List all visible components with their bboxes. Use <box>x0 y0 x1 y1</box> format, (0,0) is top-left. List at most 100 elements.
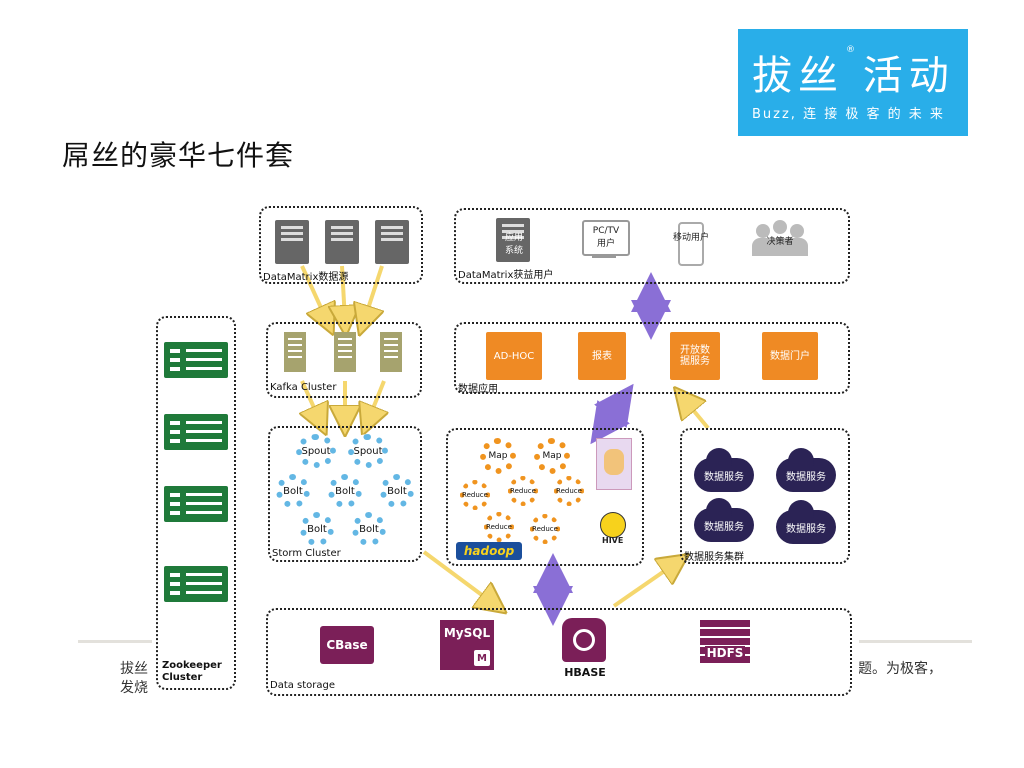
service-label: 数据服务 <box>704 471 744 483</box>
bolt-label: Bolt <box>307 523 327 535</box>
hbase-icon <box>562 618 606 662</box>
reduce-label: Reduce <box>486 523 512 531</box>
kafka-broker-icon <box>380 332 402 372</box>
slide-title: 屌丝的豪华七件套 <box>62 139 295 172</box>
services-label: 数据服务集群 <box>684 552 744 563</box>
users-label: DataMatrix获益用户 <box>458 270 554 281</box>
reduce-node: Reduce <box>508 476 538 506</box>
storage-hdfs-label: HDFS <box>704 646 746 660</box>
reduce-node: Reduce <box>554 476 584 506</box>
bolt-label: Bolt <box>387 485 407 497</box>
server-icon <box>275 220 309 264</box>
hbase-gear-icon <box>573 629 595 651</box>
storage-cbase: CBase <box>320 626 374 664</box>
people-icon <box>752 220 808 256</box>
app-adhoc-label: AD-HOC <box>493 350 535 362</box>
reduce-node: Reduce <box>530 514 560 544</box>
kafka-group: Kafka Cluster <box>266 322 422 398</box>
spout-node: Spout <box>296 434 336 468</box>
storage-hbase-label: HBASE <box>564 666 606 679</box>
storage-label: Data storage <box>270 680 336 691</box>
map-label: Map <box>488 451 508 461</box>
phone-icon <box>678 222 704 266</box>
services-group: 数据服务 数据服务 数据服务 数据服务 数据服务集群 <box>680 428 850 564</box>
bolt-node: Bolt <box>380 474 414 508</box>
bolt-node: Bolt <box>328 474 362 508</box>
datasource-group: DataMatrix数据源 <box>259 206 423 284</box>
service-label: 数据服务 <box>786 471 826 483</box>
buzz-logo: 拔丝 活动 ® Buzz, 连 接 极 客 的 未 来 <box>738 29 968 136</box>
app-report: 报表 <box>578 332 626 380</box>
reduce-label: Reduce <box>462 491 488 499</box>
app-open-data: 开放数 据服务 <box>670 332 720 380</box>
storage-mysql-label: MySQL <box>443 626 491 640</box>
zookeeper-label: Zookeeper Cluster <box>162 660 222 683</box>
service-label: 数据服务 <box>786 523 826 535</box>
arrow-storm-storage <box>422 550 494 604</box>
logo-main-text: 拔丝 活动 <box>752 53 955 99</box>
arrow-ds-kafka-3 <box>364 265 382 321</box>
service-cloud: 数据服务 <box>694 498 754 542</box>
bolt-label: Bolt <box>335 485 355 497</box>
footer-divider-left <box>78 640 158 643</box>
server-icon <box>375 220 409 264</box>
map-label: Map <box>542 451 562 461</box>
map-node: Map <box>534 438 570 474</box>
bolt-label: Bolt <box>283 485 303 497</box>
spout-node: Spout <box>348 434 388 468</box>
kafka-broker-icon <box>334 332 356 372</box>
apps-group: AD-HOC 报表 开放数 据服务 数据门户 数据应用 <box>454 322 850 395</box>
monitor-stand <box>592 254 616 258</box>
bolt-label: Bolt <box>359 523 379 535</box>
users-item-decision-label: 决策者 <box>766 237 794 247</box>
mysql-badge-text: M <box>477 652 487 664</box>
arrow-kafka-storm-3 <box>368 380 384 421</box>
server-icon <box>496 218 530 262</box>
bolt-node: Bolt <box>352 512 386 546</box>
zookeeper-node-icon <box>164 342 228 378</box>
arrow-storage-services <box>612 563 676 608</box>
zookeeper-node-icon <box>164 566 228 602</box>
app-portal: 数据门户 <box>762 332 818 380</box>
service-label: 数据服务 <box>704 521 744 533</box>
arrow-ds-kafka-1 <box>300 265 327 321</box>
logo-tagline: Buzz, 连 接 极 客 的 未 来 <box>752 107 945 122</box>
reduce-label: Reduce <box>510 487 536 495</box>
app-open-data-label: 开放数 据服务 <box>680 345 710 367</box>
footer-text-line2: 发烧 <box>120 680 148 696</box>
bolt-node: Bolt <box>276 474 310 508</box>
hadoop-logo-text: hadoop <box>463 544 515 558</box>
footer-divider-right <box>858 640 972 643</box>
storage-group: CBase MySQL M HBASE HDFS Data storage <box>266 608 852 696</box>
storage-hdfs: HDFS <box>700 620 750 664</box>
hadoop-logo: hadoop <box>456 542 522 560</box>
app-adhoc: AD-HOC <box>486 332 542 380</box>
apps-label: 数据应用 <box>458 384 498 395</box>
map-node: Map <box>480 438 516 474</box>
diagram-arrows <box>152 265 710 626</box>
app-report-label: 报表 <box>592 350 612 362</box>
arrow-kafka-storm-1 <box>302 380 320 421</box>
reduce-node: Reduce <box>484 512 514 542</box>
reduce-node: Reduce <box>460 480 490 510</box>
arrow-services-apps <box>684 399 710 430</box>
footer-text-right: 题。为极客， <box>858 661 942 677</box>
app-portal-label: 数据门户 <box>770 350 810 362</box>
footer-text-line1: 拔丝 <box>120 661 148 677</box>
spout-label: Spout <box>353 445 383 457</box>
kafka-broker-icon <box>284 332 306 372</box>
reduce-label: Reduce <box>556 487 582 495</box>
users-item-mobile-label: 移动用户 <box>672 233 709 243</box>
datasource-label: DataMatrix数据源 <box>263 272 349 283</box>
service-cloud: 数据服务 <box>776 500 836 544</box>
storm-group: Spout Spout Bolt Bolt Bolt Bolt Bolt Sto… <box>268 426 422 562</box>
zookeeper-node-icon <box>164 414 228 450</box>
storage-cbase-label: CBase <box>326 638 368 652</box>
storm-label: Storm Cluster <box>272 548 341 559</box>
pig-logo-icon <box>596 438 632 490</box>
spout-label: Spout <box>301 445 331 457</box>
mysql-badge: M <box>474 650 490 666</box>
service-cloud: 数据服务 <box>776 448 836 492</box>
zookeeper-node-icon <box>164 486 228 522</box>
server-icon <box>325 220 359 264</box>
